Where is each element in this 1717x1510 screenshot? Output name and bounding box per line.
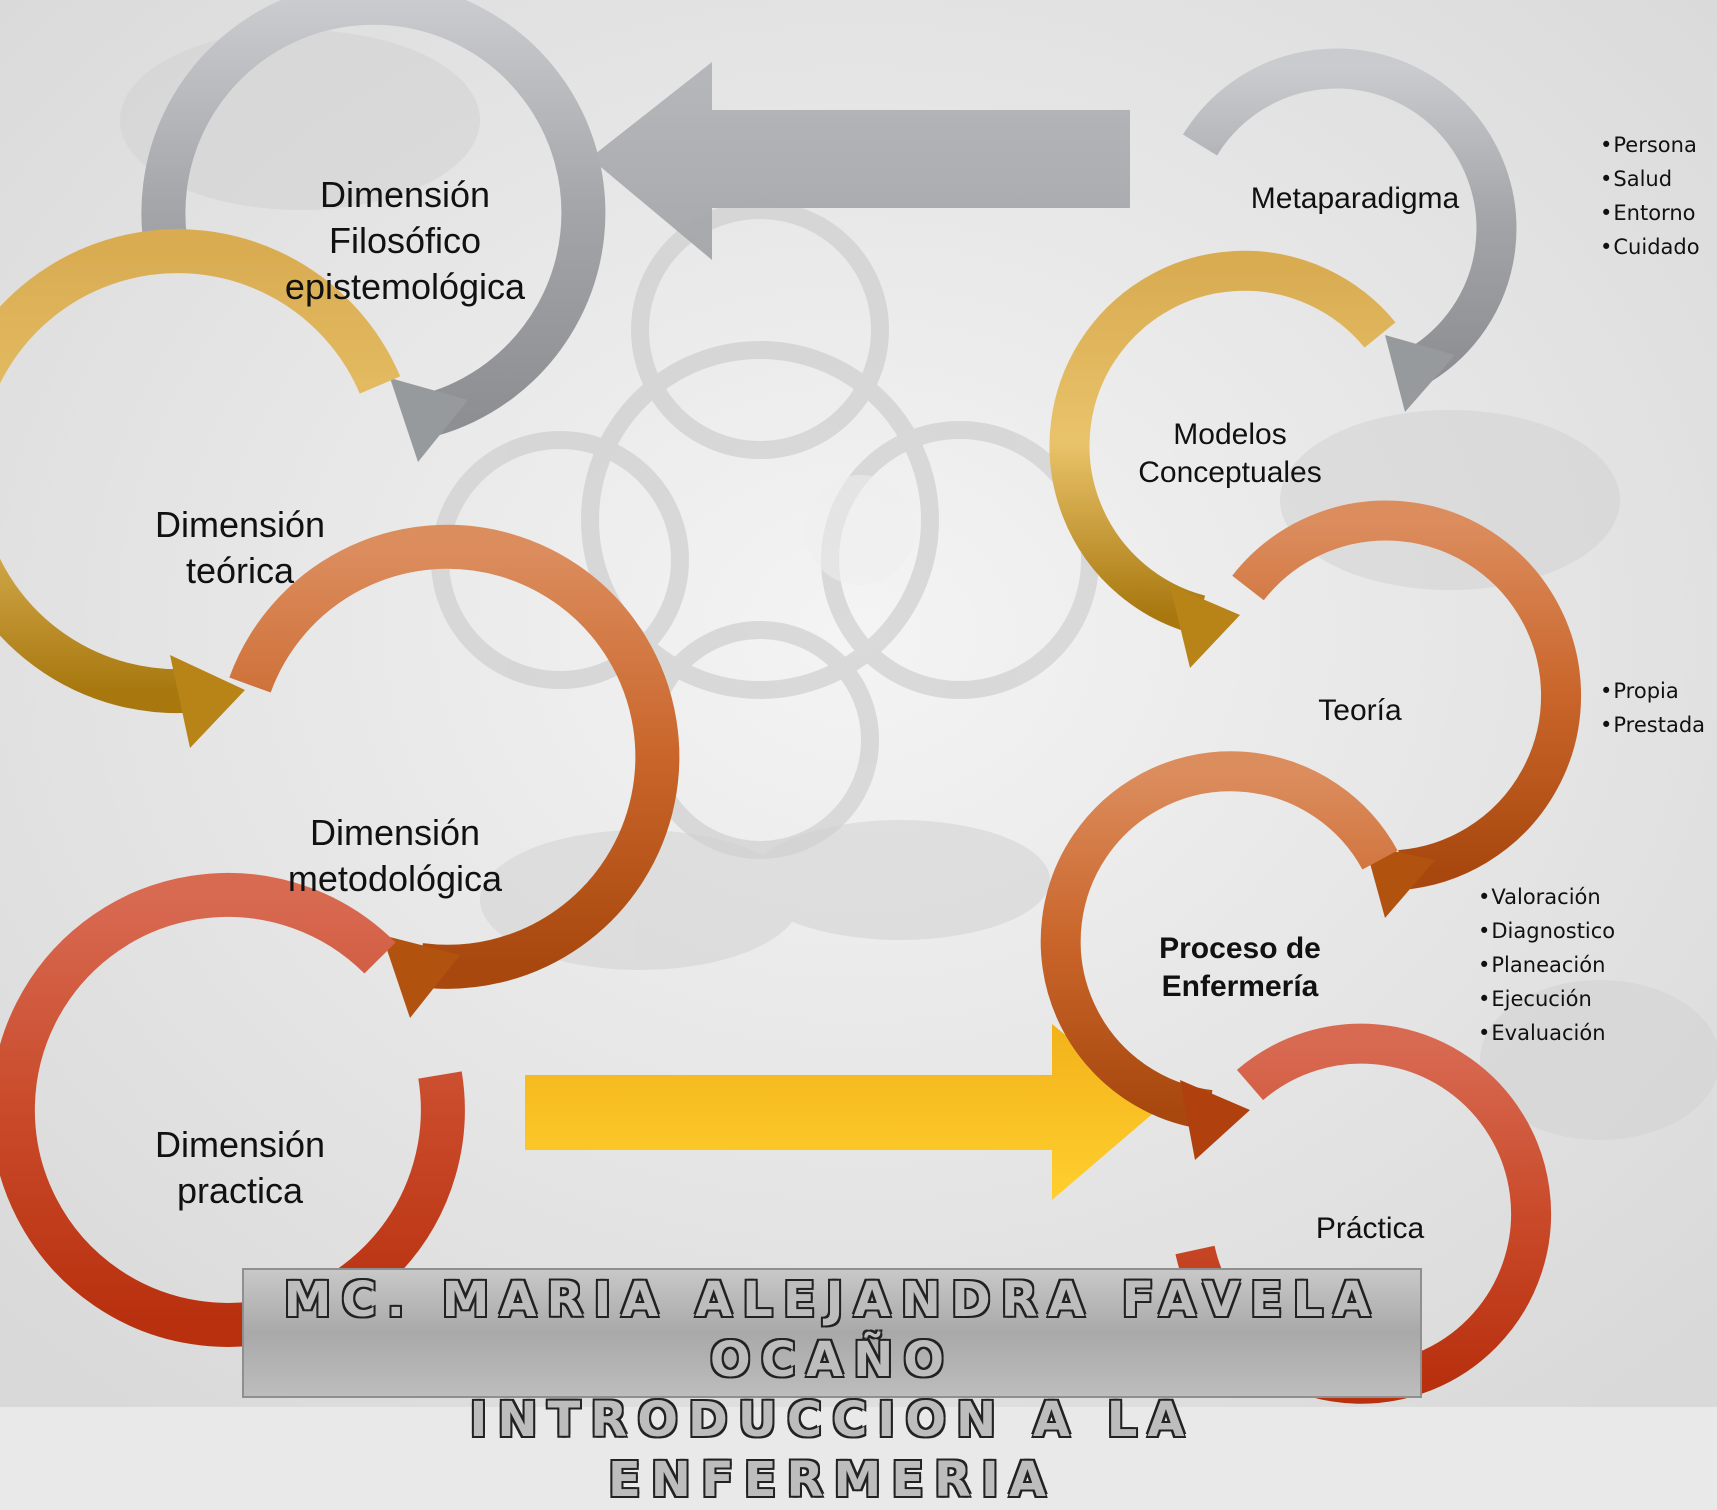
author-banner: MC. MARIA ALEJANDRA FAVELA OCAÑO INTRODU… xyxy=(242,1268,1422,1508)
list-item: Entorno xyxy=(1600,196,1700,230)
label-proceso-enfermeria: Proceso de Enfermería xyxy=(1159,932,1321,1004)
label-metaparadigma: Metaparadigma xyxy=(1250,182,1460,215)
list-item: Ejecución xyxy=(1478,982,1615,1016)
label-dimension-filosofico: Dimensión Filosófico epistemológica xyxy=(284,174,526,308)
label-dimension-metodologica: Dimensión metodológica xyxy=(287,812,503,900)
list-item: Valoración xyxy=(1478,880,1615,914)
list-item: Cuidado xyxy=(1600,230,1699,264)
banner-course: INTRODUCCION A LA ENFERMERIA xyxy=(469,1392,1195,1508)
label-teoria: Teoría xyxy=(1318,694,1402,727)
label-modelos-conceptuales: Modelos Conceptuales xyxy=(1138,418,1322,490)
bullets-proceso: Valoración Diagnostico Planeación Ejecuc… xyxy=(1478,880,1615,1050)
label-dimension-practica: Dimensión practica xyxy=(154,1124,326,1212)
list-item: Diagnostico xyxy=(1478,914,1615,948)
list-item: Planeación xyxy=(1478,948,1615,982)
label-practica: Práctica xyxy=(1315,1212,1425,1245)
bullets-teoria: Propia Prestada xyxy=(1600,674,1705,742)
list-item: Evaluación xyxy=(1478,1016,1615,1050)
list-item: Propia xyxy=(1600,674,1705,708)
list-item: Prestada xyxy=(1600,708,1705,742)
list-item: Salud xyxy=(1600,162,1700,196)
banner-author: MC. MARIA ALEJANDRA FAVELA OCAÑO xyxy=(283,1272,1381,1388)
list-item: Persona xyxy=(1600,128,1700,162)
label-dimension-teorica: Dimensión teórica xyxy=(154,504,326,592)
bullets-metaparadigma: Persona Salud Entorno Cuidado xyxy=(1600,128,1700,264)
